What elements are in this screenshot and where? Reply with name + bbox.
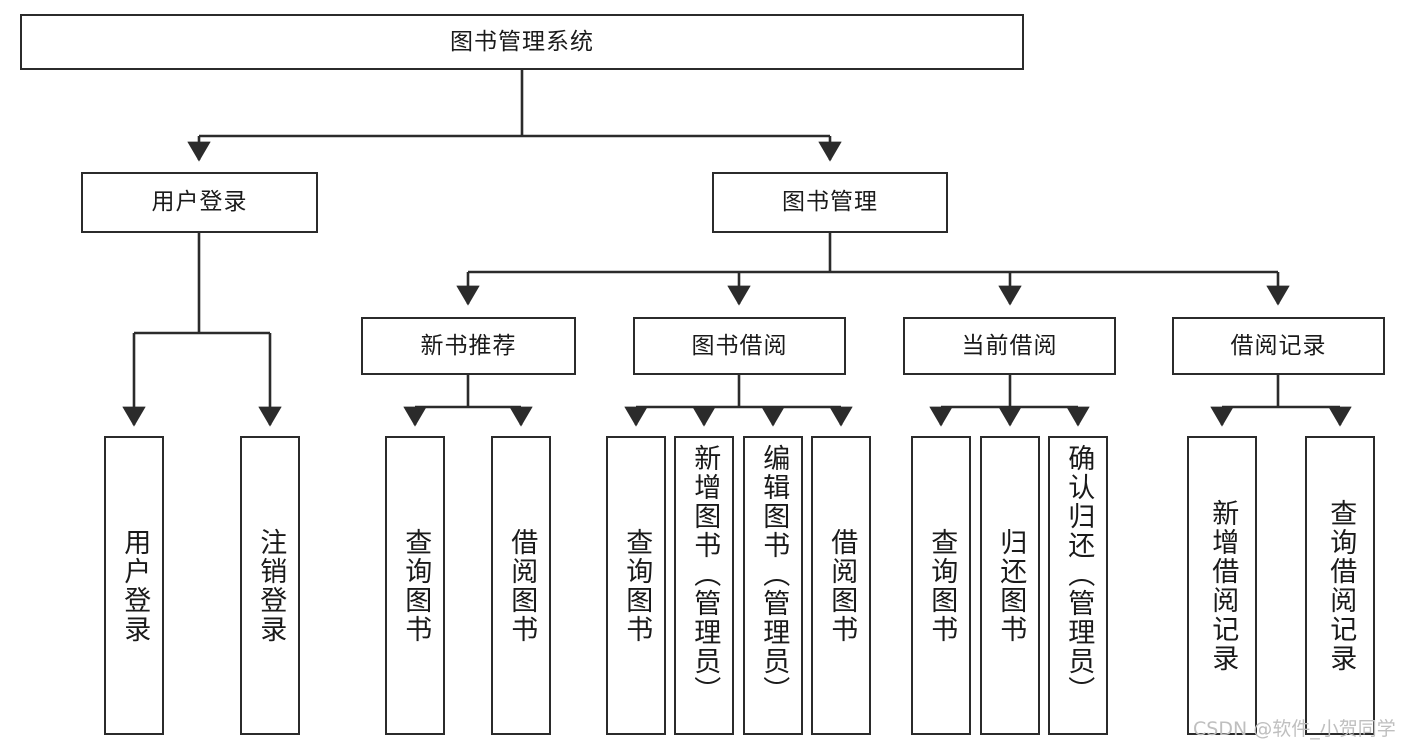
node-label: 图书管理系统 (450, 28, 594, 55)
vtext-wrap: 借阅图书 (493, 438, 549, 733)
vtext-wrap: 借阅图书 (813, 438, 869, 733)
node-leaf-query-book-1[interactable]: 查询图书 (385, 436, 445, 735)
node-label: 当前借阅 (961, 332, 1058, 359)
vtext-wrap: 查询借阅记录 (1307, 438, 1373, 733)
vtext-wrap: 用户登录 (106, 438, 162, 733)
node-leaf-add-book[interactable]: 新增图书（管理员） (674, 436, 734, 735)
vtext-wrap: 确认归还（管理员） (1050, 438, 1106, 733)
node-leaf-borrow-book-2[interactable]: 借阅图书 (811, 436, 871, 735)
node-leaf-confirm-return[interactable]: 确认归还（管理员） (1048, 436, 1108, 735)
node-label: 借阅记录 (1230, 332, 1327, 359)
csdn-watermark: CSDN @软件_小贺同学 (1193, 714, 1396, 741)
node-book-borrow[interactable]: 图书借阅 (633, 317, 846, 375)
vtext-wrap: 新增借阅记录 (1189, 438, 1255, 733)
node-label: 编辑图书（管理员） (758, 444, 790, 705)
node-label: 借阅图书 (506, 527, 538, 644)
node-label: 借阅图书 (826, 527, 858, 644)
node-label: 查询图书 (400, 527, 432, 644)
node-leaf-query-book-2[interactable]: 查询图书 (606, 436, 666, 735)
node-label: 查询图书 (926, 527, 958, 644)
node-book-manage[interactable]: 图书管理 (712, 172, 948, 233)
node-label: 确认归还（管理员） (1063, 444, 1095, 705)
node-label: 新增图书（管理员） (689, 444, 721, 705)
node-label: 查询图书 (621, 527, 653, 644)
vtext-wrap: 新增图书（管理员） (676, 438, 732, 733)
node-leaf-borrow-book-1[interactable]: 借阅图书 (491, 436, 551, 735)
node-book-management-system[interactable]: 图书管理系统 (20, 14, 1024, 70)
node-leaf-edit-book[interactable]: 编辑图书（管理员） (743, 436, 803, 735)
vtext-wrap: 编辑图书（管理员） (745, 438, 801, 733)
node-borrow-record[interactable]: 借阅记录 (1172, 317, 1385, 375)
watermark-text: CSDN @软件_小贺同学 (1193, 718, 1396, 740)
node-label: 新书推荐 (420, 332, 517, 359)
node-label: 用户登录 (151, 189, 248, 215)
node-leaf-logout-login[interactable]: 注销登录 (240, 436, 300, 735)
vtext-wrap: 查询图书 (913, 438, 969, 733)
node-label: 注销登录 (255, 527, 287, 644)
node-label: 查询借阅记录 (1325, 498, 1357, 673)
node-current-borrow[interactable]: 当前借阅 (903, 317, 1116, 375)
node-user-login[interactable]: 用户登录 (81, 172, 318, 233)
node-leaf-query-record[interactable]: 查询借阅记录 (1305, 436, 1375, 735)
node-label: 图书借阅 (691, 332, 788, 359)
vtext-wrap: 查询图书 (608, 438, 664, 733)
node-leaf-return-book[interactable]: 归还图书 (980, 436, 1040, 735)
vtext-wrap: 注销登录 (242, 438, 298, 733)
node-label: 图书管理 (782, 189, 878, 215)
node-label: 用户登录 (119, 527, 151, 644)
node-leaf-query-book-3[interactable]: 查询图书 (911, 436, 971, 735)
node-label: 归还图书 (995, 527, 1027, 644)
vtext-wrap: 归还图书 (982, 438, 1038, 733)
node-leaf-user-login[interactable]: 用户登录 (104, 436, 164, 735)
node-leaf-add-record[interactable]: 新增借阅记录 (1187, 436, 1257, 735)
vtext-wrap: 查询图书 (387, 438, 443, 733)
node-new-book-recommend[interactable]: 新书推荐 (361, 317, 576, 375)
node-label: 新增借阅记录 (1207, 498, 1239, 673)
